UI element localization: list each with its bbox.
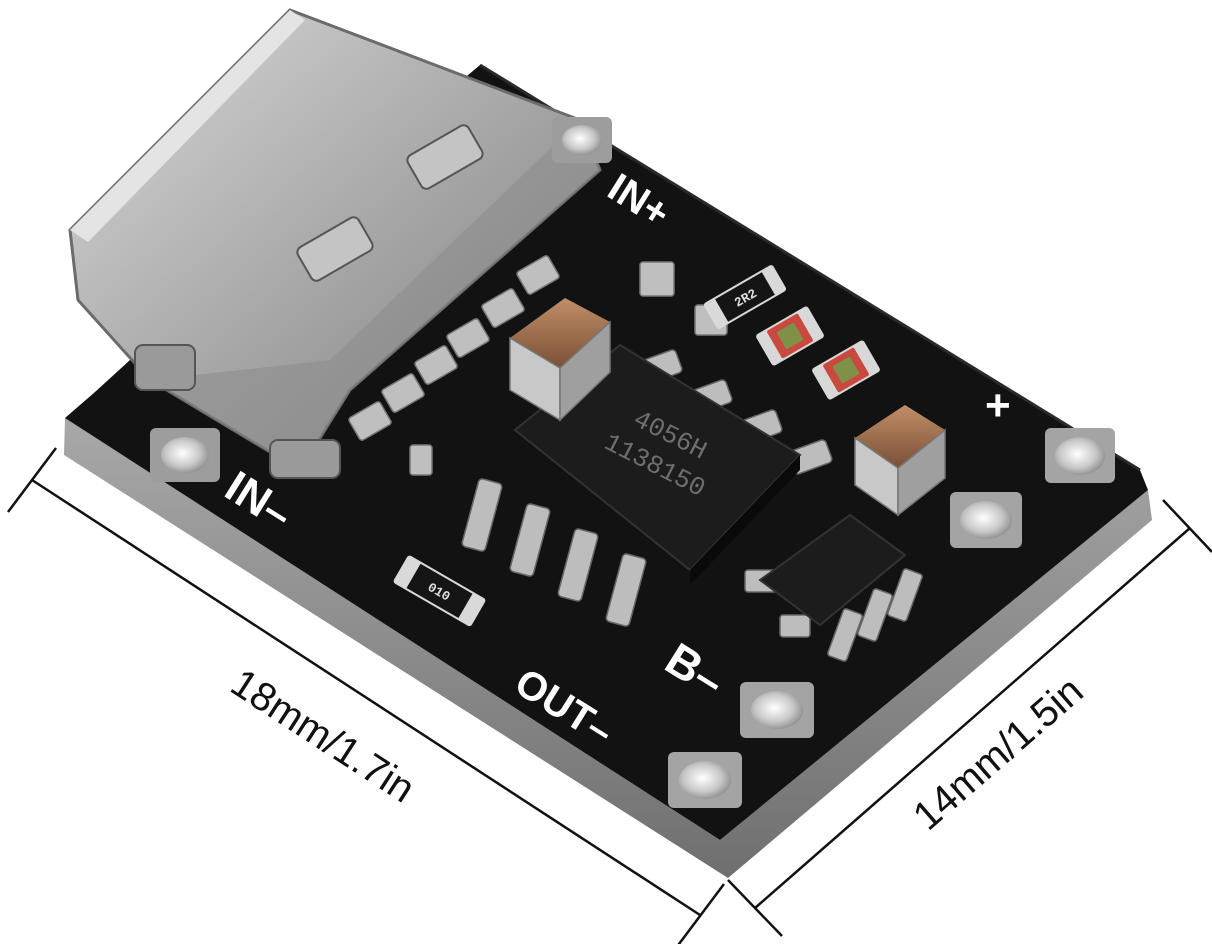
resistor-2r2: 2R2 — [703, 265, 787, 329]
pad-plus — [1045, 428, 1115, 483]
label-plus: + — [985, 381, 1011, 430]
pad-b-plus — [950, 492, 1022, 548]
protection-ic — [744, 513, 923, 662]
led-standby — [812, 340, 880, 400]
smd-pads — [348, 255, 728, 476]
pcb-edge — [64, 418, 1152, 878]
charger-ic: 4056H 1138150 — [461, 343, 833, 627]
resistor-010: 010 — [393, 555, 486, 627]
capacitor-2 — [854, 405, 946, 517]
usb-c-connector — [68, 8, 602, 479]
pad-in-minus — [150, 428, 220, 482]
pad-b-minus — [740, 682, 814, 738]
solder-pads — [150, 117, 1115, 808]
capacitor-1 — [509, 298, 611, 422]
length-label: 18mm/1.7in — [223, 661, 422, 812]
pad-out-minus — [668, 752, 742, 808]
led-charging — [756, 306, 824, 366]
pad-in-plus — [552, 117, 612, 163]
